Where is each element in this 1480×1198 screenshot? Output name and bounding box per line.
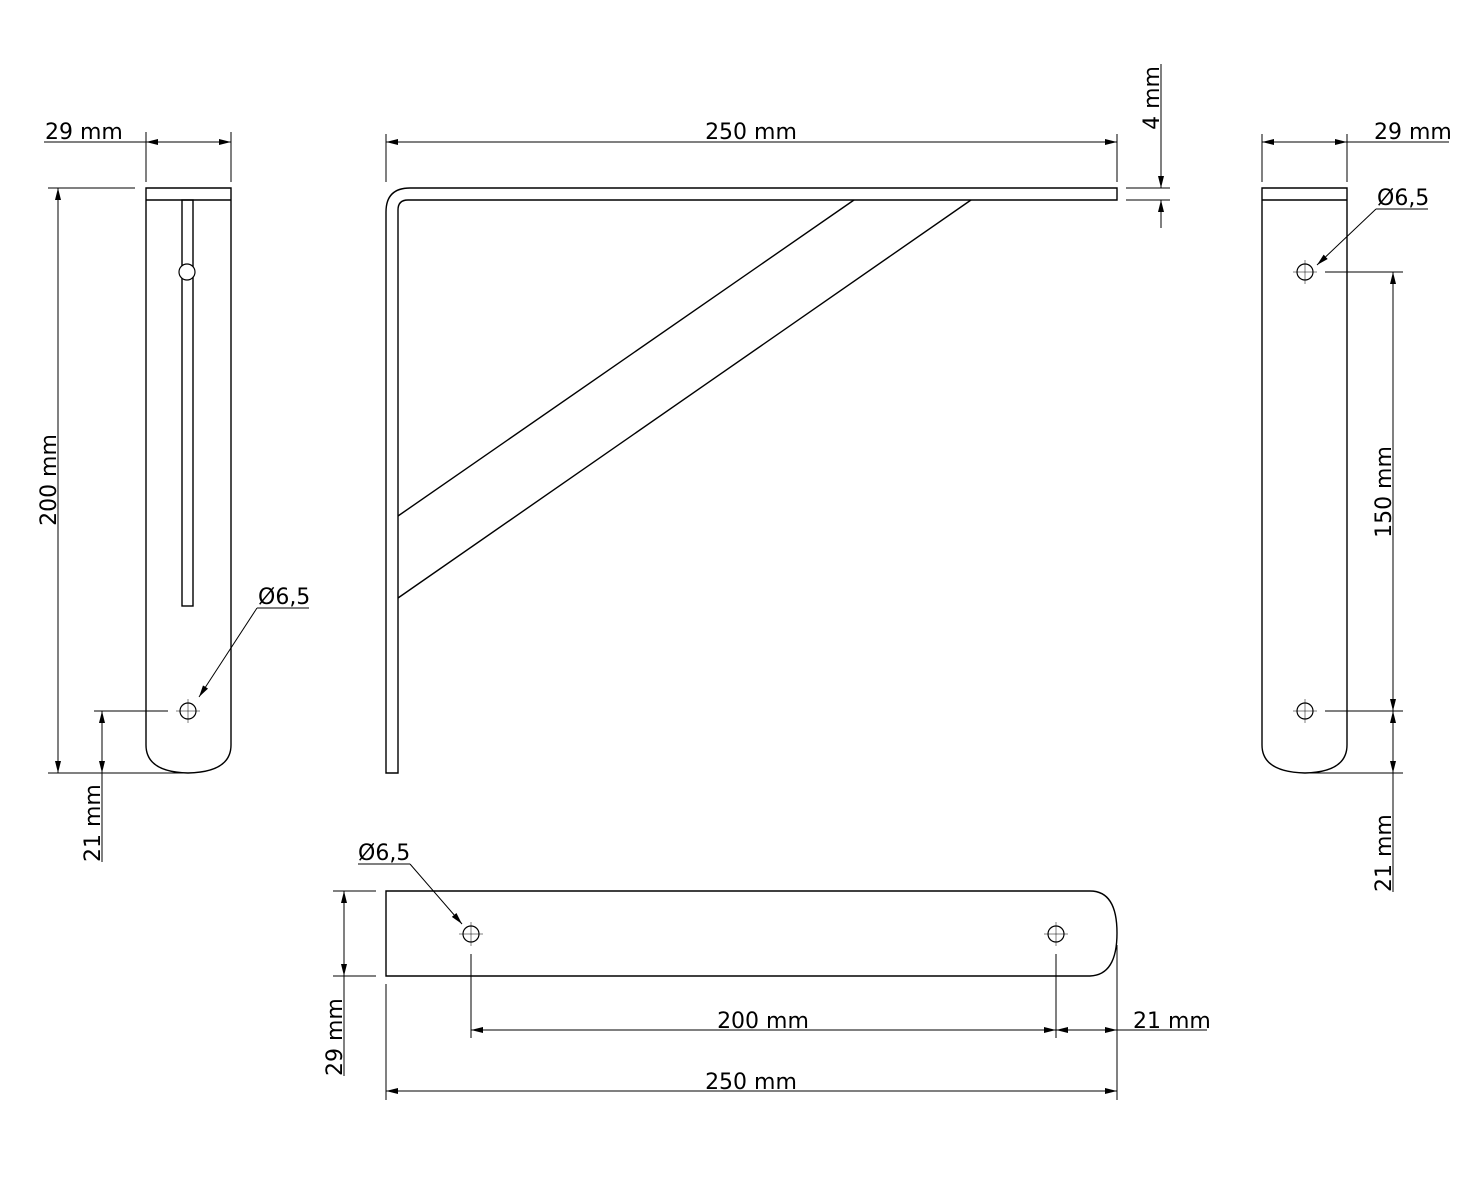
brace-upper-edge <box>397 199 855 517</box>
bottom-length-label: 250 mm <box>705 1070 797 1095</box>
brace-lower-edge <box>397 199 972 599</box>
left-width-label: 29 mm <box>45 120 123 145</box>
right-view-outline <box>1261 187 1348 774</box>
left-view-slot <box>181 199 194 607</box>
left-hole-leader <box>198 607 258 698</box>
left-view-hidden-hole <box>178 263 196 281</box>
left-side-view: 29 mm 200 mm 21 mm Ø6,5 <box>37 120 310 862</box>
bottom-spacing-label: 200 mm <box>717 1009 809 1034</box>
bottom-end-label: 21 mm <box>1133 1009 1211 1034</box>
left-view-outline <box>145 187 232 774</box>
bottom-view-outline <box>385 890 1118 977</box>
bottom-hole-label: Ø6,5 <box>358 841 410 866</box>
left-hole-label: Ø6,5 <box>258 585 310 610</box>
left-height-label: 200 mm <box>37 434 62 526</box>
bottom-hole-leader <box>409 863 463 925</box>
bottom-view: Ø6,5 29 mm 200 mm 21 mm 250 mm <box>323 841 1211 1100</box>
bottom-width-label: 29 mm <box>323 998 348 1076</box>
top-length-label: 250 mm <box>705 120 797 145</box>
front-view: 250 mm 4 mm <box>385 64 1170 774</box>
right-spacing-label: 150 mm <box>1372 446 1397 538</box>
right-side-view: 29 mm Ø6,5 150 mm 21 mm <box>1261 120 1452 892</box>
thickness-label: 4 mm <box>1140 66 1165 130</box>
right-hole-label: Ø6,5 <box>1377 186 1429 211</box>
left-bottom-label: 21 mm <box>81 784 106 862</box>
right-width-label: 29 mm <box>1374 120 1452 145</box>
right-bottom-label: 21 mm <box>1372 814 1397 892</box>
bracket-outer-profile <box>385 187 1118 774</box>
right-hole-leader <box>1316 208 1377 266</box>
